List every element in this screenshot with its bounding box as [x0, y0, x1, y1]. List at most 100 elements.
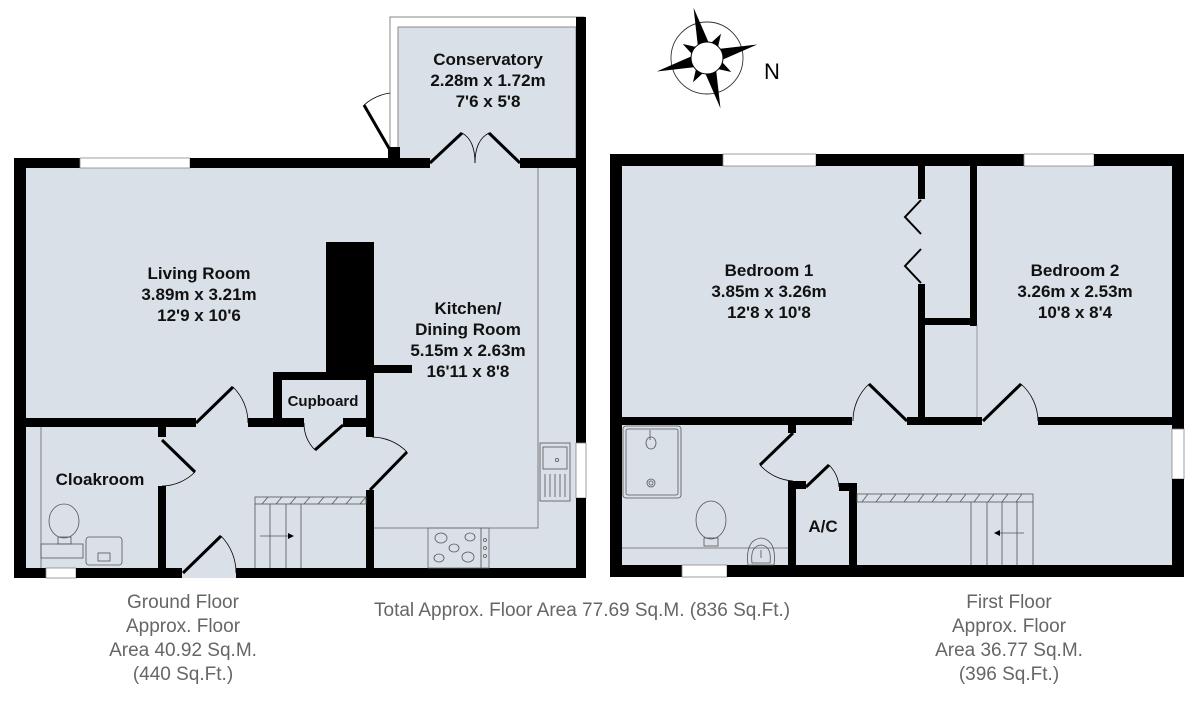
- room-name: Bedroom 2: [1030, 261, 1120, 280]
- room-label-conservatory: Conservatory 2.28m x 1.72m 7'6 x 5'8: [430, 49, 545, 112]
- ground-floor-area: [14, 158, 586, 578]
- room-imperial: 10'8 x 8'4: [1037, 303, 1113, 322]
- cloakroom-right-wall-bottom: [158, 486, 166, 578]
- hall-right-wall: [366, 490, 374, 578]
- ac-top-wall-right: [839, 483, 857, 491]
- cupboard-right-wall: [366, 372, 374, 437]
- living-room-door: [194, 385, 249, 425]
- room-name: A/C: [808, 517, 838, 536]
- compass-rose-icon: [656, 7, 758, 109]
- first-staircase: [856, 493, 1034, 565]
- bathroom-right-wall: [788, 481, 796, 565]
- ac-top-wall-left: [788, 481, 806, 489]
- room-label-bedroom-2: Bedroom 2 3.26m x 2.53m 10'8 x 8'4: [1017, 260, 1132, 323]
- room-name-line2: Dining Room: [415, 320, 521, 339]
- room-name: Cupboard: [287, 393, 359, 410]
- wardrobe-bifold-doors: [903, 199, 922, 284]
- ground-top-wall-mid: [190, 158, 400, 168]
- cupboard-top-wall: [273, 372, 374, 380]
- first-bottom-wall-left: [610, 565, 682, 577]
- living-room-bottom-wall: [26, 418, 196, 427]
- room-label-kitchen-dining: Kitchen/ Dining Room 5.15m x 2.63m 16'11…: [410, 298, 525, 382]
- room-label-bedroom-1: Bedroom 1 3.85m x 3.26m 12'8 x 10'8: [711, 260, 826, 323]
- ground-right-wall: [576, 158, 586, 443]
- caption-line: Area 40.92 Sq.M.: [109, 640, 257, 661]
- caption-line: Approx. Floor: [951, 616, 1067, 637]
- room-label-ac-cupboard: A/C: [808, 516, 837, 537]
- cloakroom-window: [45, 567, 77, 579]
- conservatory-side-door: [362, 92, 400, 159]
- wardrobe-wall-left-bottom: [918, 284, 925, 424]
- hob-icon: [433, 532, 487, 563]
- caption-line: Area 36.77 Sq.M.: [935, 640, 1083, 661]
- ground-right-wall-lower: [576, 498, 586, 578]
- ground-bottom-wall-mid: [76, 568, 182, 578]
- kitchen-sink-icon: [539, 442, 571, 502]
- kitchen-stub-wall: [374, 365, 412, 373]
- bathroom-door: [758, 431, 795, 482]
- conservatory-french-doors: [400, 131, 522, 168]
- cupboard-bottom-wall-right: [343, 418, 374, 427]
- ground-top-wall-right: [520, 158, 586, 168]
- bedroom1-bottom-wall: [622, 417, 852, 425]
- ground-top-wall-left: [14, 158, 80, 168]
- total-floor-area: Total Approx. Floor Area 77.69 Sq.M. (83…: [374, 600, 791, 621]
- room-metric: 2.28m x 1.72m: [430, 71, 546, 90]
- ground-floor-caption: Ground Floor Approx. Floor Area 40.92 Sq…: [109, 591, 257, 687]
- room-name: Conservatory: [433, 50, 543, 69]
- room-label-cupboard: Cupboard: [288, 391, 359, 412]
- wardrobe-wall-left-top: [918, 166, 925, 199]
- bedroom1-door: [852, 382, 909, 423]
- ground-left-wall: [14, 158, 26, 578]
- caption-line: (396 Sq.Ft.): [958, 664, 1060, 685]
- cloakroom-door: [160, 438, 197, 487]
- cloakroom-basin-icon: [85, 536, 123, 566]
- chimney-breast: [326, 242, 374, 372]
- caption-line: First Floor: [966, 592, 1052, 613]
- ground-bottom-wall-left: [14, 568, 46, 578]
- compass-north-label: N: [764, 59, 780, 84]
- room-imperial: 16'11 x 8'8: [426, 362, 510, 381]
- wardrobe-bottom-wall: [925, 318, 977, 325]
- room-name: Living Room: [147, 264, 251, 283]
- room-imperial: 12'8 x 10'8: [727, 303, 811, 322]
- room-label-living-room: Living Room 3.89m x 3.21m 12'9 x 10'6: [141, 263, 256, 326]
- cupboard-left-wall: [273, 372, 282, 427]
- bedroom2-bottom-wall: [1038, 417, 1172, 425]
- first-floor-caption: First Floor Approx. Floor Area 36.77 Sq.…: [935, 591, 1083, 687]
- bathroom-window: [681, 564, 728, 578]
- room-metric: 3.26m x 2.53m: [1017, 282, 1133, 301]
- bedroom1-window: [722, 153, 817, 167]
- kitchen-window: [575, 442, 587, 499]
- room-metric: 3.85m x 3.26m: [711, 282, 827, 301]
- first-floor-area: [610, 154, 1184, 577]
- caption-line: (440 Sq.Ft.): [132, 664, 234, 685]
- room-metric: 3.89m x 3.21m: [141, 285, 257, 304]
- first-bottom-wall-right: [727, 565, 1184, 577]
- cloakroom-toilet-icon: [40, 503, 84, 559]
- bathroom-basin-icon: [747, 537, 775, 566]
- ground-floor-plan: [14, 16, 587, 579]
- shower-icon: [622, 425, 682, 499]
- ac-cupboard-door: [804, 463, 840, 489]
- room-name-line1: Kitchen/: [434, 299, 502, 318]
- kitchen-counters: [374, 168, 539, 569]
- conservatory-floor: [397, 26, 577, 163]
- bathroom-toilet-icon: [695, 500, 727, 547]
- caption-line: Ground Floor: [127, 592, 239, 613]
- first-floor-plan: [610, 153, 1185, 578]
- wardrobe-wall-right: [970, 166, 977, 326]
- bathroom-right-wall-top: [788, 425, 796, 433]
- first-top-wall-mid: [816, 154, 1024, 166]
- room-name: Bedroom 1: [724, 261, 814, 280]
- room-imperial: 12'9 x 10'6: [157, 306, 241, 325]
- first-left-wall: [610, 154, 622, 577]
- ground-staircase: [254, 496, 367, 568]
- first-right-wall: [1172, 154, 1184, 429]
- room-label-cloakroom: Cloakroom: [56, 469, 145, 490]
- first-right-wall-lower: [1172, 479, 1184, 577]
- front-door: [181, 534, 237, 575]
- living-room-window: [79, 157, 191, 169]
- ac-right-wall: [849, 483, 857, 565]
